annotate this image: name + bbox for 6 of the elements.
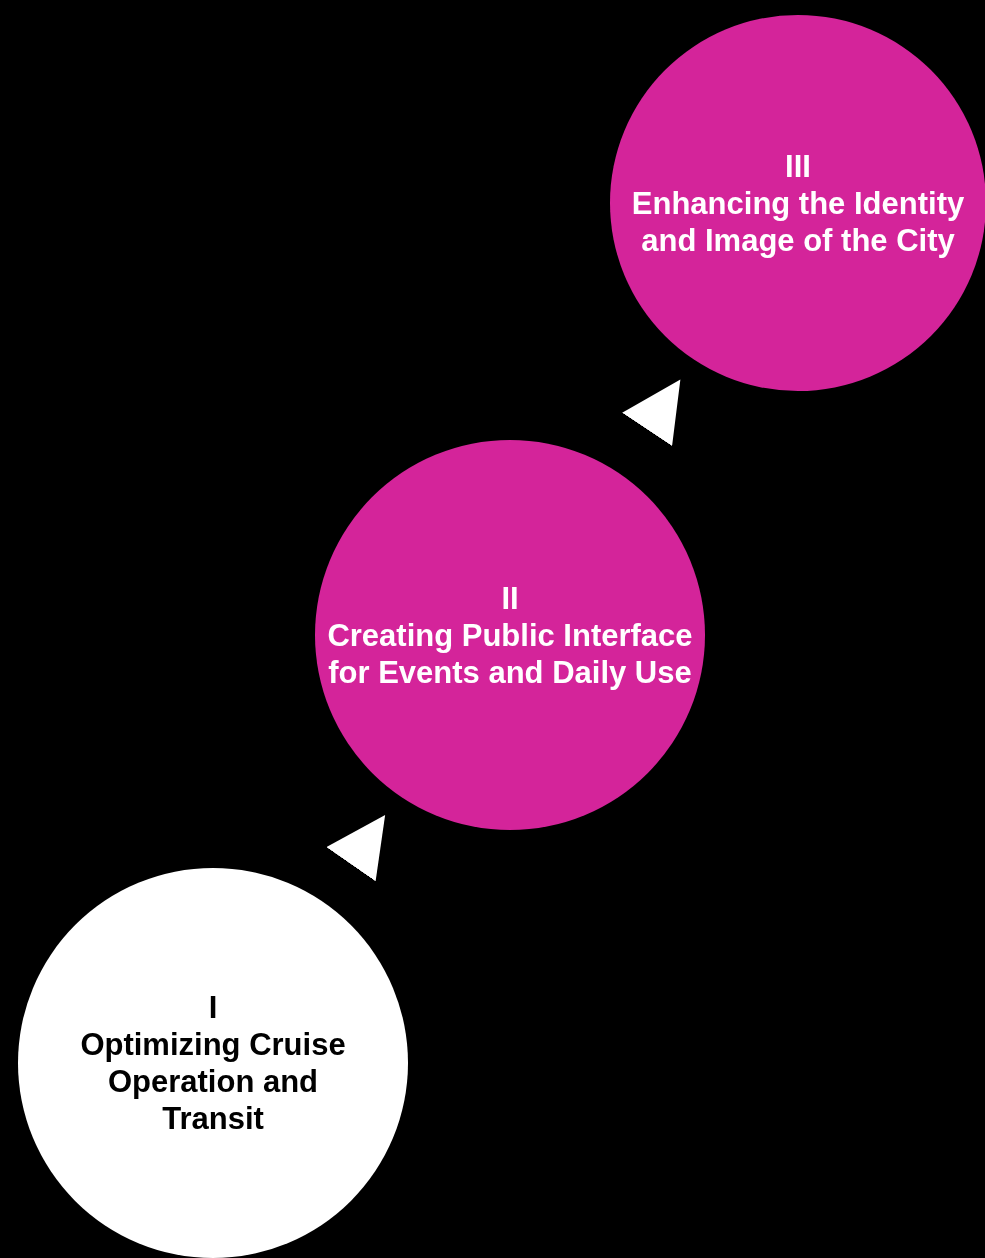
step-number: II [500, 579, 520, 617]
step-number: I [207, 989, 219, 1026]
step-number: III [784, 147, 812, 185]
step-title: Optimizing Cruise Operation and Transit [79, 1026, 347, 1137]
step-title: Creating Public Interface for Events and Daily Use [326, 616, 694, 691]
step-title: Enhancing the Identity and Image of the City [630, 184, 966, 259]
